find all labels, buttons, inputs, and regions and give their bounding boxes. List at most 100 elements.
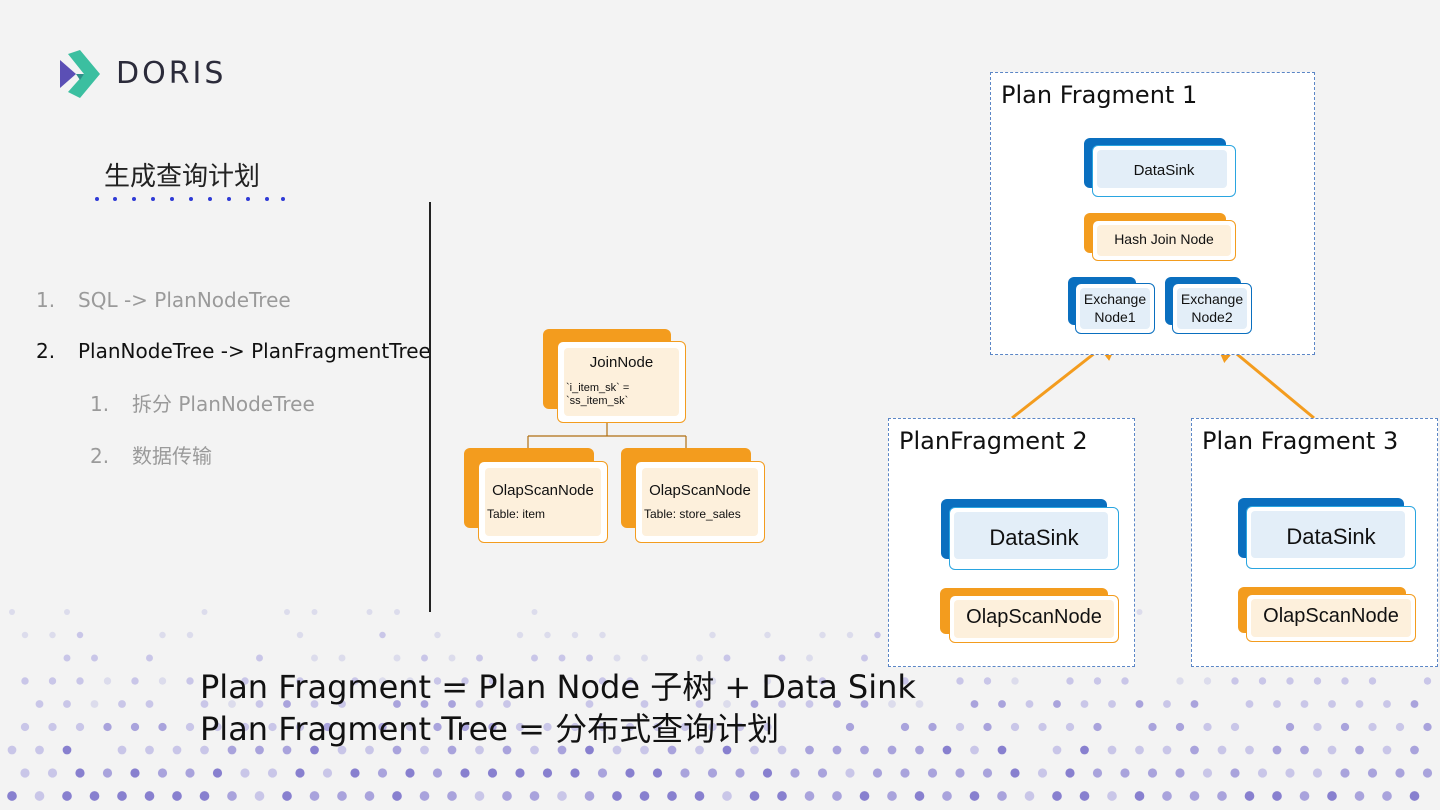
background-dot [405, 768, 415, 778]
background-dot [103, 677, 112, 685]
background-dot [1037, 768, 1048, 778]
background-dot [749, 791, 760, 801]
background-dot [296, 677, 304, 685]
background-dot [956, 677, 964, 685]
background-dot [531, 654, 538, 662]
outline-item-2: 2.PlanNodeTree -> PlanFragmentTree [36, 339, 431, 363]
background-dot [585, 745, 594, 755]
background-dot [20, 768, 30, 778]
background-dot [845, 722, 855, 732]
f3-scan-label: OlapScanNode [1263, 605, 1399, 627]
background-dot [405, 722, 415, 732]
background-dot [777, 745, 787, 755]
background-dot [267, 768, 278, 778]
background-dot [200, 745, 209, 755]
background-dot [433, 677, 442, 685]
background-dot [625, 768, 635, 778]
background-dot [680, 722, 690, 732]
background-dot [310, 700, 319, 708]
background-dot [722, 791, 732, 801]
background-dot [970, 700, 979, 708]
background-dot [915, 700, 924, 708]
background-dot [7, 791, 17, 801]
f1-exchange1-label-1: Exchange [1083, 291, 1147, 307]
background-dot [1395, 768, 1405, 778]
background-dot [806, 654, 813, 662]
background-dot [928, 722, 937, 732]
background-dot [874, 631, 881, 639]
doris-logo-icon [60, 50, 100, 98]
join-node-condition-2: `ss_item_sk` [566, 395, 629, 407]
f1-datasink-fill [1097, 150, 1227, 188]
background-dot [570, 722, 580, 732]
background-dot [762, 768, 773, 778]
background-dot [158, 722, 167, 732]
f1-datasink-label: DataSink [1133, 162, 1195, 179]
background-dot [62, 745, 72, 755]
f2-datasink-node: DataSink [949, 507, 1119, 570]
background-dot [1108, 700, 1116, 708]
scan-node-left-table: Table: item [487, 507, 546, 521]
background-dot [393, 700, 401, 708]
background-dot [597, 768, 608, 778]
background-dot [1313, 677, 1322, 685]
background-dot [102, 768, 113, 778]
background-dot [35, 745, 44, 755]
background-dot [763, 677, 772, 685]
background-dot [172, 745, 182, 755]
background-dot [1010, 768, 1020, 778]
background-dot [502, 791, 512, 801]
background-dot [1011, 677, 1019, 685]
f2-olap-scan-node: OlapScanNode [949, 595, 1119, 643]
background-dot [570, 768, 580, 778]
background-dot [475, 700, 484, 708]
background-dot [750, 700, 759, 708]
background-dot [1286, 677, 1294, 685]
background-dot [47, 768, 58, 778]
f1-exchange2-label-1: Exchange [1180, 291, 1244, 307]
background-dot [542, 768, 553, 778]
f3-olap-scan-node: OlapScanNode [1246, 594, 1416, 642]
outline-item-number: 2. [90, 444, 110, 468]
background-dot [1065, 768, 1075, 778]
background-dot [584, 791, 595, 801]
background-dot [1163, 700, 1171, 708]
background-dot [420, 745, 429, 755]
background-dot [1093, 722, 1102, 732]
background-dot [309, 791, 320, 801]
background-dot [696, 654, 703, 662]
background-dot [612, 791, 622, 801]
background-dot [1135, 745, 1144, 755]
background-dot [1312, 768, 1323, 778]
background-dot [337, 745, 347, 755]
background-dot [1217, 791, 1227, 801]
background-dot [311, 609, 318, 615]
background-dot [777, 791, 787, 801]
background-dot [1368, 722, 1377, 732]
background-dot [282, 791, 292, 801]
background-dot [1367, 768, 1378, 778]
background-dot [1079, 791, 1090, 801]
background-dot [983, 677, 992, 685]
background-dot [1136, 609, 1143, 615]
background-dot [118, 700, 126, 708]
background-dot [1053, 700, 1061, 708]
f1-exchange-node-1: Exchange Node1 [1075, 283, 1155, 334]
background-dot [955, 768, 965, 778]
background-dot [860, 745, 869, 755]
background-dot [1273, 700, 1281, 708]
background-dot [694, 791, 705, 801]
background-dot [364, 791, 375, 801]
background-dot [612, 745, 622, 755]
background-dot [1147, 768, 1158, 778]
background-dot [817, 768, 828, 778]
outline-subitem-1: 1.拆分 PlanNodeTree [90, 388, 315, 417]
background-dot [487, 768, 498, 778]
section-title: 生成查询计划 [104, 162, 261, 192]
background-dot [201, 609, 208, 615]
background-dot [1135, 700, 1144, 708]
background-dot [586, 654, 593, 662]
background-dot [859, 791, 870, 801]
background-dot [997, 745, 1007, 755]
background-dot [296, 631, 304, 639]
